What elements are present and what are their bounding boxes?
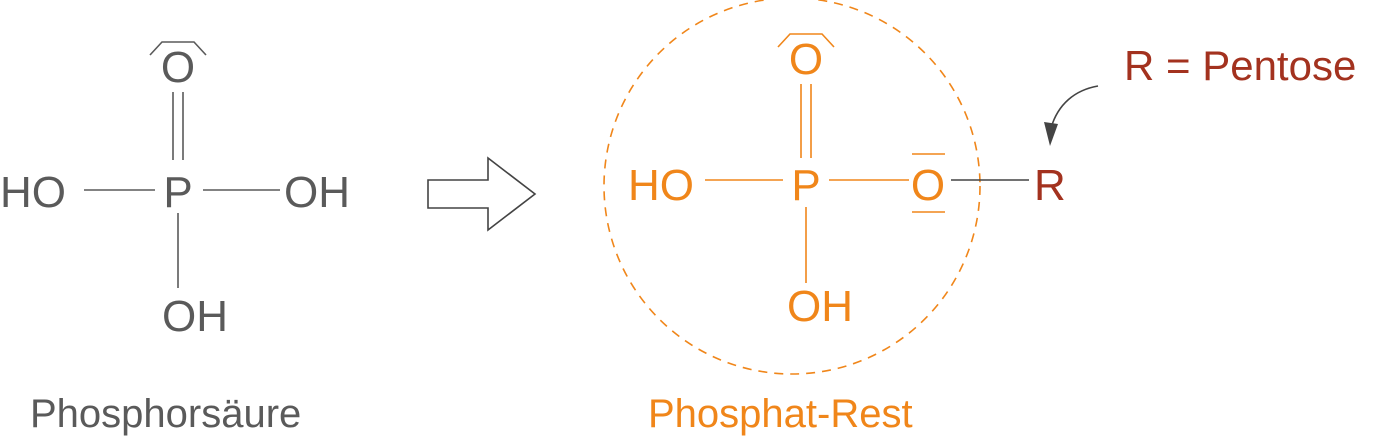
curved-arrow-icon (1044, 85, 1099, 146)
right-bottom-oh-group: OH (787, 282, 853, 331)
substituent-r: R (1034, 161, 1066, 210)
pentose-label: R = Pentose (1124, 42, 1356, 89)
left-top-lone-pair (149, 41, 207, 56)
left-phosphorus: P (163, 168, 192, 217)
right-ho-group: HO (628, 161, 694, 210)
right-ester-oxygen: O (911, 161, 945, 210)
left-ho-group: HO (0, 168, 66, 217)
right-top-lone-pair (777, 33, 835, 48)
hollow-right-arrow-icon (427, 156, 537, 232)
left-oh-group: OH (284, 168, 350, 217)
right-phosphorus: P (791, 161, 820, 210)
left-bottom-oh-group: OH (162, 292, 228, 341)
right-caption: Phosphat-Rest (648, 392, 913, 436)
phosphoric-acid-structure: O P HO OH OH (0, 41, 350, 341)
left-caption: Phosphorsäure (30, 392, 301, 436)
phosphate-dashed-circle (603, 0, 981, 375)
right-top-oxygen: O (789, 35, 823, 84)
left-top-oxygen: O (161, 43, 195, 92)
phosphate-residue-structure: O P HO O OH (603, 0, 981, 375)
